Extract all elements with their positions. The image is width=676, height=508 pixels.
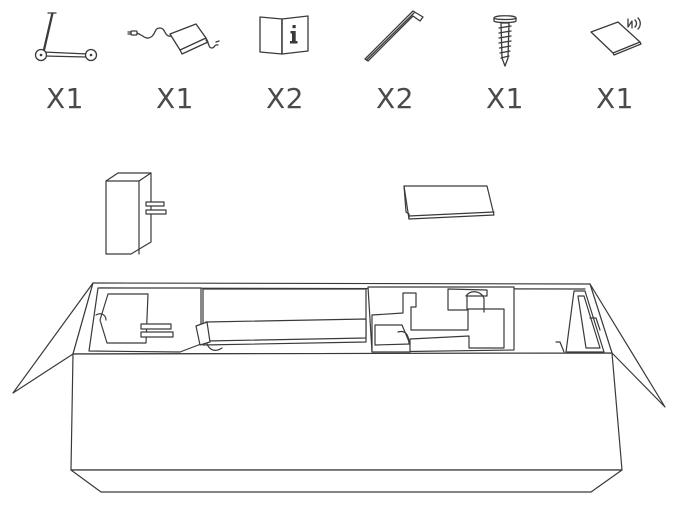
- quantity-label: X1: [596, 82, 634, 115]
- quantity-label: X1: [46, 82, 84, 115]
- screw-icon: [493, 15, 517, 67]
- packaging-illustration: [0, 160, 676, 503]
- allen-key-icon: [364, 10, 424, 62]
- accessories-row: X1 X1 X2: [0, 0, 676, 120]
- accessory-item-scooter: X1: [10, 4, 120, 116]
- charger-icon: [127, 23, 220, 55]
- charger-box: [105, 172, 167, 255]
- accessory-item-nfc-card: X1: [560, 4, 670, 116]
- accessory-item-manual: X2: [230, 4, 340, 116]
- manual-icon: [259, 15, 309, 55]
- quantity-label: X2: [376, 82, 414, 115]
- manual-booklet: [403, 185, 495, 220]
- quantity-label: X1: [156, 82, 194, 115]
- quantity-label: X1: [486, 82, 524, 115]
- accessory-item-screw: X1: [450, 4, 560, 116]
- quantity-label: X2: [266, 82, 304, 115]
- open-box: [12, 282, 666, 493]
- scooter-icon: [34, 12, 98, 62]
- nfc-card-icon: [590, 17, 642, 56]
- accessory-item-charger: X1: [120, 4, 230, 116]
- box-drawing: [12, 172, 666, 493]
- accessory-item-allen-key: X2: [340, 4, 450, 116]
